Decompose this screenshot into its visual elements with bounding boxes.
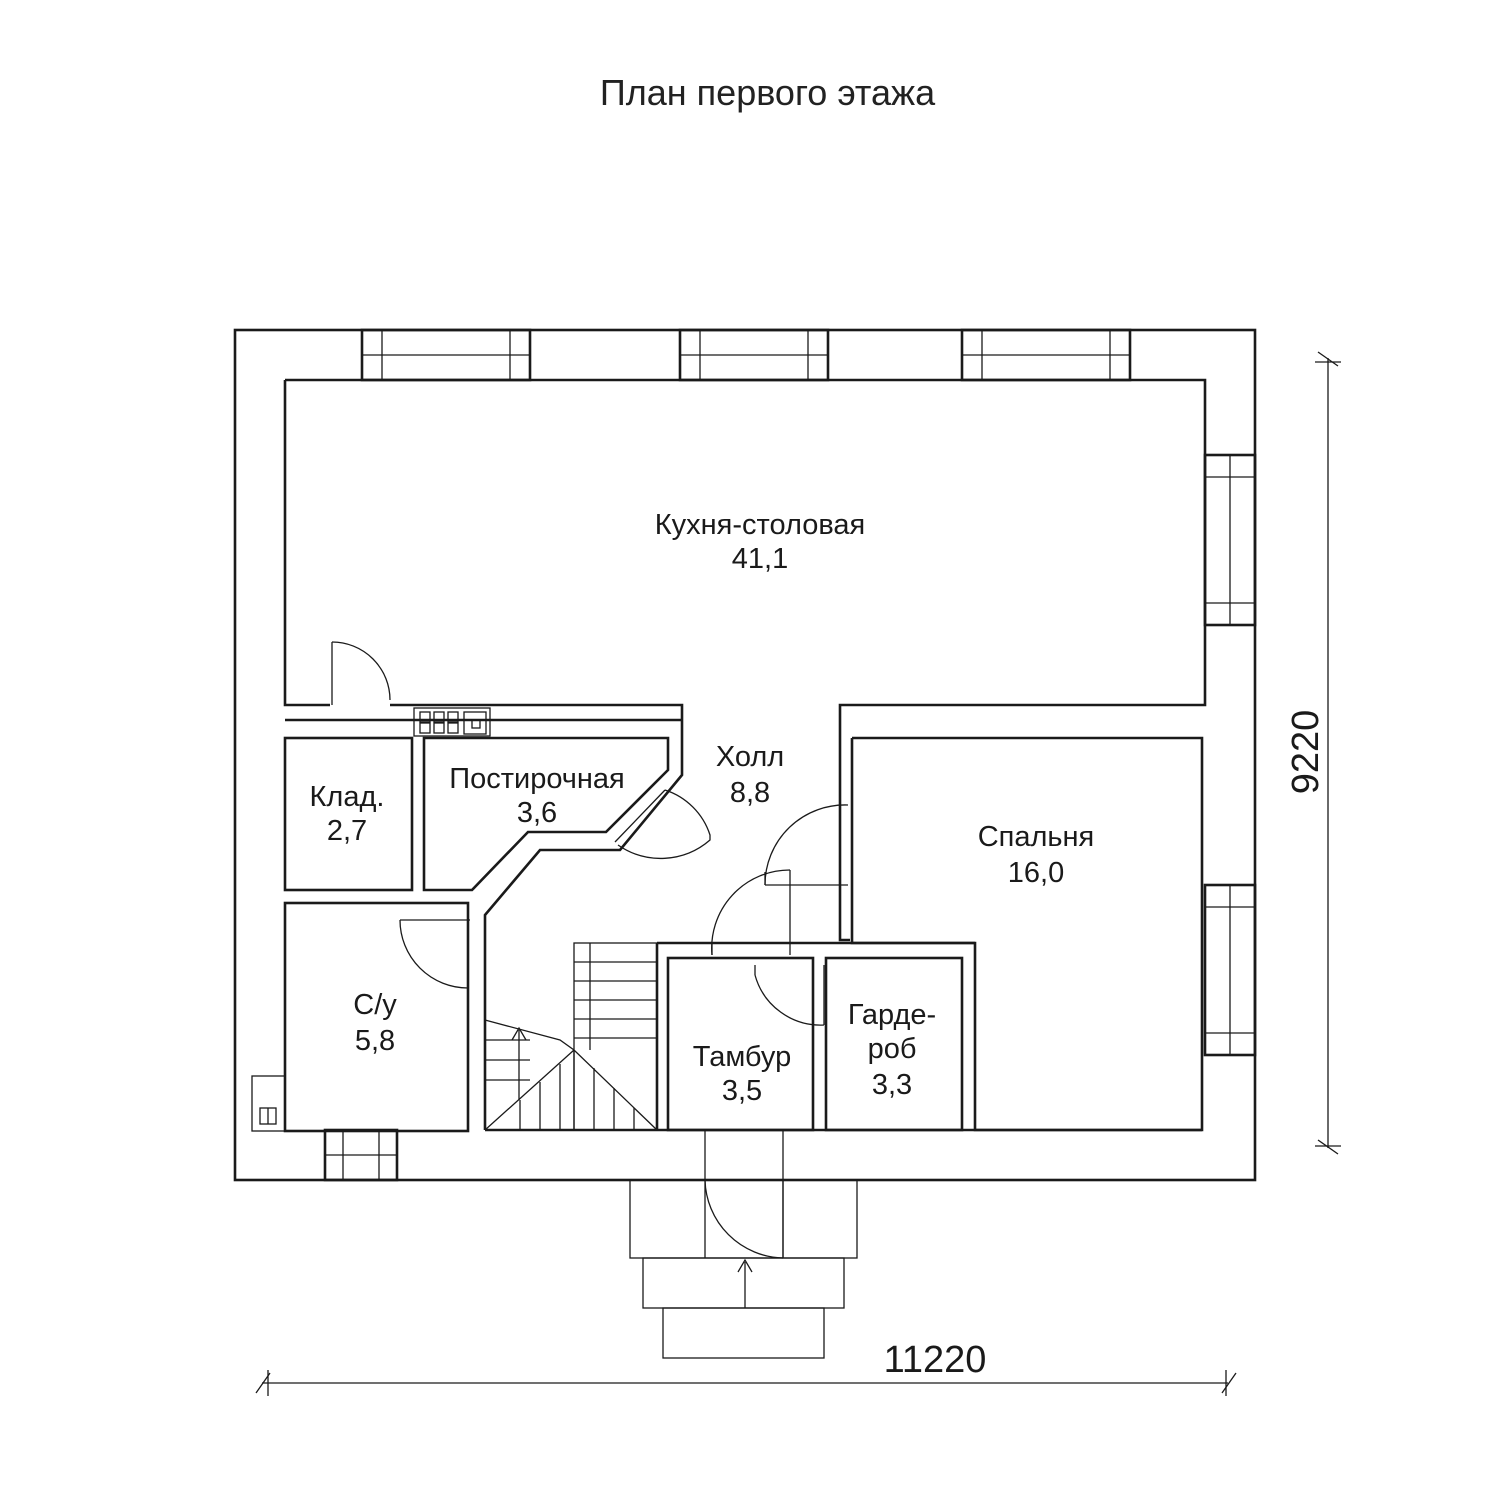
- room-bathroom-name: С/у: [353, 989, 397, 1021]
- room-storage-name: Клад.: [310, 781, 385, 813]
- room-vestibule-area: 3,5: [722, 1075, 762, 1107]
- room-vestibule-name: Тамбур: [693, 1041, 791, 1073]
- boiler: [251, 1075, 286, 1132]
- room-hall-area: 8,8: [730, 777, 770, 809]
- interior-walls: [283, 378, 1207, 1133]
- bottom-window: [323, 1128, 399, 1182]
- dimension-width: [255, 1370, 1237, 1396]
- interior-stairs: [484, 942, 658, 1131]
- washer-dryer: [413, 707, 491, 737]
- right-windows: [1203, 453, 1257, 1057]
- plan-title: План первого этажа: [599, 72, 936, 113]
- dimension-width-label: 11220: [884, 1339, 987, 1381]
- room-laundry-name: Постирочная: [449, 763, 625, 795]
- room-storage-area: 2,7: [327, 815, 367, 847]
- room-wardrobe-name-2: роб: [868, 1033, 917, 1065]
- room-laundry-area: 3,6: [517, 797, 557, 829]
- dimension-height-label: 9220: [1285, 710, 1327, 795]
- entrance-steps: [629, 1179, 858, 1359]
- room-hall-name: Холл: [716, 741, 784, 773]
- dimension-height: [1315, 351, 1341, 1155]
- room-kitchen-name: Кухня-столовая: [655, 509, 866, 541]
- room-labels: Кухня-столовая 41,1 Клад. 2,7 Постирочна…: [310, 509, 1095, 1107]
- room-bedroom-area: 16,0: [1008, 857, 1064, 889]
- room-wardrobe-area: 3,3: [872, 1069, 912, 1101]
- room-bedroom-name: Спальня: [978, 821, 1095, 853]
- room-kitchen-area: 41,1: [732, 543, 788, 575]
- top-windows: [360, 328, 1132, 382]
- room-bathroom-area: 5,8: [355, 1025, 395, 1057]
- room-wardrobe-name-1: Гарде-: [848, 999, 936, 1031]
- doors: [331, 641, 849, 1259]
